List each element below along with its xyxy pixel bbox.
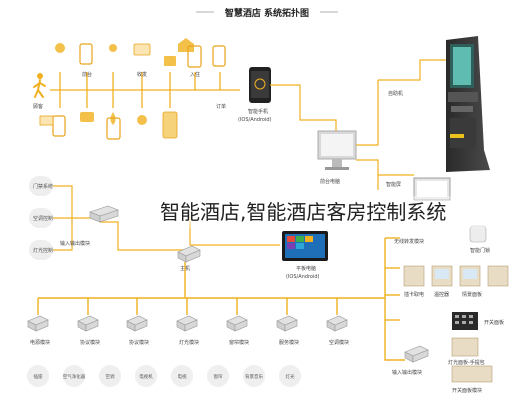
overlay-caption: 智能酒店,智能酒店客房控制系统: [160, 196, 531, 228]
tablet-icon-small: [187, 45, 202, 68]
bus-module: 服务模块: [276, 315, 299, 346]
message-icon: [80, 112, 94, 122]
left-links: [53, 185, 185, 251]
bus-module: 协议模块: [77, 315, 100, 346]
bus-module: 电源模块: [27, 315, 50, 346]
bottom-device: 空气净化器: [63, 365, 86, 387]
left-module: 输入输出模块: [60, 205, 119, 247]
switch-panel-2: [451, 337, 479, 357]
guest-figure: 顾客: [33, 73, 46, 110]
left-item-ac: 空调控制: [33, 215, 53, 222]
phone-label: 智能手机: [248, 108, 268, 115]
bottom-device-label: 电视: [178, 373, 187, 380]
diagram-title: 智慧酒店 系统拓扑图: [225, 7, 309, 19]
right-module-bottom-label: 输入输出模块: [392, 369, 422, 376]
diagram-header: 智慧酒店 系统拓扑图: [0, 0, 531, 24]
bottom-device: 电视: [171, 365, 193, 387]
top-label-front-desk: 前台: [82, 71, 92, 78]
smart-lock-label: 智能门锁: [470, 247, 490, 254]
phone-icon-4: [106, 117, 121, 140]
left-item-access: 门禁系统: [33, 183, 53, 190]
right-column: 无线转发模块 智能门锁 插卡取电 温控器 情景面板 开关面板 灯光面板-手提包 …: [392, 225, 509, 394]
bottom-device-label: 灯光: [286, 373, 295, 380]
top-label-checkin: 入住: [190, 71, 200, 78]
top-label-send: 收发: [137, 71, 147, 78]
left-module-label: 输入输出模块: [60, 240, 90, 247]
main-bus: [37, 237, 405, 361]
bus-module-label: 电源模块: [30, 339, 50, 346]
right-module-top-label: 无线转发模块: [394, 238, 424, 245]
bottom-right-label: 开关面板模块: [452, 387, 482, 394]
panel-extra: [487, 265, 509, 287]
left-column: 门禁系统 空调控制 灯光控制: [29, 176, 53, 260]
tablet: 平板电脑 (IOS/Android): [282, 231, 328, 280]
bottom-device-label: 窗帘: [214, 373, 223, 380]
guest-label: 顾客: [33, 103, 43, 110]
switch-panel-label: 开关面板: [484, 319, 504, 326]
switch-panel-2-label: 灯光面板-手提包: [448, 359, 485, 366]
bus-module-label: 窗帘模块: [229, 339, 249, 346]
bus-module: 灯光模块: [176, 315, 199, 346]
kiosk-label: 自助机: [388, 90, 403, 97]
bus-module-label: 灯光模块: [179, 339, 199, 346]
bottom-device: 背景音乐: [243, 365, 265, 387]
card-icon: [133, 43, 151, 56]
bus-module-label: 服务模块: [279, 339, 299, 346]
bus-module: 协议模块: [126, 315, 149, 346]
bottom-device-label: 空气净化器: [63, 373, 86, 380]
bottom-device: 电视机: [135, 365, 157, 387]
screen-label: 智能屏: [386, 181, 401, 188]
phone-icon-3: [52, 115, 66, 137]
bottom-device-label: 电视机: [139, 373, 153, 380]
smartphone: 智能手机 (IOS/Android): [238, 67, 272, 123]
left-item-light: 灯光控制: [33, 247, 53, 254]
smart-lock-device: [469, 225, 487, 243]
panel-label-thermo: 温控器: [434, 291, 449, 298]
top-label-order: 订单: [216, 103, 226, 110]
front-desk-pc: 前台电脑: [317, 130, 357, 185]
bottom-device-label: 背景音乐: [245, 373, 263, 380]
pc-label: 前台电脑: [320, 178, 340, 185]
panel-label-scene: 情景面板: [462, 291, 482, 298]
home-icon: [178, 38, 194, 52]
pay-icon: [164, 56, 176, 66]
bus-module-label: 协议模块: [80, 339, 100, 346]
card-reader-icon: [162, 111, 178, 139]
network-links: [189, 59, 446, 246]
bus-module-label: 空调模块: [329, 339, 349, 346]
bottom-device-label: 插座: [34, 373, 43, 380]
email-icon: [39, 115, 54, 126]
panel-card-switch: [403, 265, 425, 287]
guest-flow-icons: [39, 38, 226, 140]
phone-icon: [79, 43, 93, 65]
panel-label-card: 插卡取电: [404, 291, 424, 298]
phone-icon-2: [212, 45, 226, 67]
bottom-device-label: 空调: [106, 373, 115, 380]
tablet-sublabel: (IOS/Android): [286, 274, 320, 280]
bottom-device: 空调: [99, 365, 121, 387]
bus-module: 窗帘模块: [226, 315, 249, 346]
wifi-icon: [55, 43, 65, 53]
tablet-label: 平板电脑: [296, 265, 316, 272]
bottom-device-row: 插座 空气净化器 空调 电视机 电视 窗帘 背景音乐 灯光: [27, 365, 301, 387]
phone-sublabel: (IOS/Android): [238, 117, 272, 123]
smart-screen: 智能屏: [386, 177, 451, 201]
bus-module: 空调模块: [326, 315, 349, 346]
bottom-device: 窗帘: [207, 365, 229, 387]
bottom-device: 插座: [27, 365, 49, 387]
self-service-kiosk: 自助机: [388, 36, 490, 172]
top-row-labels: 前台 收发 入住 订单: [82, 71, 226, 110]
lock-icon: [137, 115, 147, 125]
guest-flow: [50, 72, 240, 108]
switch-module-device: [451, 365, 493, 383]
bottom-device: 灯光: [279, 365, 301, 387]
bus-module-label: 协议模块: [129, 339, 149, 346]
bus-module-row: 电源模块 协议模块 协议模块 灯光模块 窗帘模块 服务模块 空调模块: [27, 315, 349, 346]
bluetooth-icon: [109, 44, 117, 52]
